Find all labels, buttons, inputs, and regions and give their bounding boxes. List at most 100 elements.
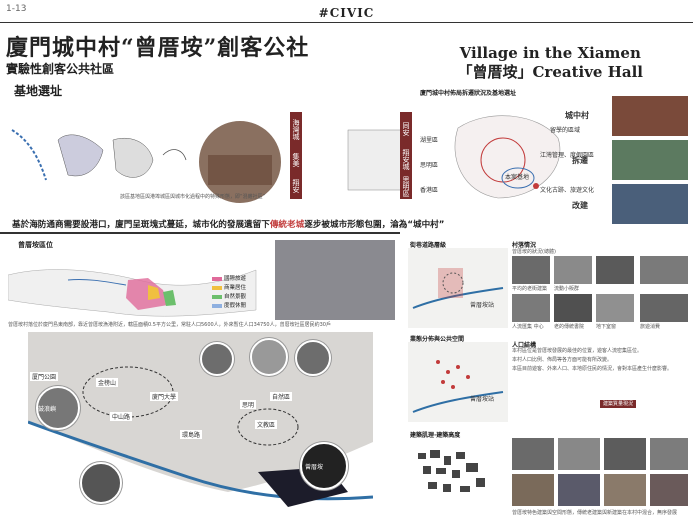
english-title: Village in the Xiamen 「曾厝垵」Creative Hall (457, 44, 643, 82)
page-number: 1-13 (6, 4, 27, 14)
street-photo-5 (512, 474, 554, 506)
district-label-huli: 湖里區 (420, 137, 439, 144)
page-title: 廈門城中村“曾厝垵”創客公社 (6, 35, 310, 61)
bigmap-label-7: 曾厝垵 (305, 464, 324, 471)
siting-bar-1: 海灣城 (290, 112, 302, 146)
street-photo-2 (558, 438, 600, 470)
map-label-site: 本案基地 (505, 174, 530, 181)
street-photo-1 (512, 438, 554, 470)
stage-photo-3 (612, 184, 688, 224)
village-photo-6 (554, 294, 592, 322)
location-map (8, 269, 257, 317)
photo-circle-6 (300, 442, 348, 490)
street-photo-3 (604, 438, 646, 470)
village-photo-label-4: 老的傳統書院 (554, 324, 585, 330)
intro-highlight: 傳統老城 (269, 220, 305, 230)
photo-circle-5 (80, 462, 122, 504)
category-tag: #CIVIC (318, 6, 375, 20)
right-heading-1: 街巷道路層級 (410, 242, 447, 249)
bigmap-label-1: 厦門公園 (30, 372, 59, 381)
bigmap-label-5: 環島路 (180, 430, 203, 439)
bigmap-label-8: 鼓浪嶼 (38, 406, 57, 413)
legend-item-4: 度假休閒 (224, 303, 247, 309)
bigmap-label-9: 思明 (240, 400, 257, 409)
village-photo-label-2: 流動小販群 (554, 286, 580, 292)
street-map-label: 曾厝垵站 (470, 302, 495, 309)
street-photo-4 (650, 438, 688, 470)
stage-label-1: 城中村 (565, 111, 589, 120)
island-map-small (347, 129, 404, 191)
highlight-zone (126, 278, 168, 310)
page-subtitle: 實驗性創客公共社區 (6, 62, 115, 76)
business-distribution-map (408, 342, 508, 422)
village-photo-5 (512, 294, 550, 322)
street-photo-6 (558, 474, 600, 506)
right-heading-4: 建築肌理·建築高度 (410, 432, 461, 439)
village-photo-8 (640, 294, 688, 322)
village-photo-4 (640, 256, 688, 284)
right-footer-caption: 曾厝垵特色建築與空間形態，傳統老建築與新建築在本村中混合，無序發展 (512, 510, 678, 516)
quality-tag: 建築質量現況 (600, 400, 637, 408)
population-notes: 本村區位是曾厝垵發展的最佳的位置，遊客人流密集區位。 本村人口比例、佈局等各方面… (512, 348, 688, 372)
section-heading-site: 基地選址 (14, 84, 63, 98)
population-note-1: 本村區位是曾厝垵發展的最佳的位置，遊客人流密集區位。 (512, 348, 643, 354)
location-caption: 曾厝垵村落位於廈門島東南部，靠近曾厝垵漁港附近，轄區面積0.5平方公里，常駐人口… (8, 322, 331, 328)
stage-photo-1 (612, 96, 688, 136)
stage-label-3: 改建 (572, 201, 588, 210)
siting-bar-4: 同安 (400, 112, 412, 146)
village-photo-label-1: 平均的老街建築 (512, 286, 548, 292)
right-heading-3: 業態分佈與公共空間 (410, 336, 465, 343)
street-photo-7 (604, 474, 646, 506)
legend-item-1: 國際旅遊 (224, 276, 247, 282)
photo-circle-3 (295, 340, 331, 376)
map-label-1: 留學的區域 (550, 127, 581, 134)
village-photo-2 (554, 256, 592, 284)
bigmap-label-10: 自然區 (270, 392, 293, 401)
intro-statement: 基於海防通商需要設港口，廈門呈斑塊式蔓延，城市化的發展遺留下傳統老城逐步被城市形… (12, 218, 444, 230)
coastline-sketch-1 (11, 129, 47, 181)
siting-bar-6: 思明區 (400, 173, 412, 199)
village-photo-label-3: 人流匯集 中心 (512, 324, 544, 330)
english-title-line2: 「曾厝垵」Creative Hall (457, 63, 643, 81)
village-photo-1 (512, 256, 550, 284)
legend-item-2: 商業居住 (224, 285, 247, 291)
photo-circle-2 (250, 338, 288, 376)
village-photo-label-6: 旅遊消費 (640, 324, 661, 330)
map-label-2: 江灣管理、度假園區 (540, 152, 595, 159)
district-label-siming: 思明區 (420, 162, 439, 169)
right-heading-2: 村落情況 (512, 242, 537, 249)
map-label-3: 文化古跡、旅遊文化 (540, 187, 595, 194)
bigmap-label-6: 文教區 (255, 420, 278, 429)
district-map-title: 廈門城中村佈局拆遷狀況及基地選址 (420, 90, 517, 97)
siting-diagram (11, 119, 404, 205)
business-map-label: 曾厝垵站 (470, 396, 495, 403)
district-map (454, 115, 561, 199)
building-fabric-map (408, 438, 508, 510)
street-hierarchy-map (408, 248, 508, 328)
siting-bar-2: 集美 (290, 145, 302, 174)
english-title-line1: Village in the Xiamen (459, 44, 641, 62)
siting-bar-3: 翔安 (290, 173, 302, 199)
location-heading: 曾厝垵區位 (18, 241, 53, 249)
intro-pre: 基於海防通商需要設港口，廈門呈斑塊式蔓延，城市化的發展遺留下 (12, 220, 270, 230)
bigmap-label-3: 廈門大學 (150, 392, 179, 401)
intro-rule (0, 232, 400, 234)
province-outline (57, 134, 104, 177)
village-photo-7 (596, 294, 634, 322)
intro-post: 逐步被城市形態包圍，淪為“城中村” (304, 220, 445, 230)
right-subheading-2: 曾厝垵的狀況(總體) (512, 249, 556, 255)
siting-caption: 該區基地區與港埠城區與城市化過程中的特殊形態，即“混雜社區” (120, 194, 266, 200)
photo-circle-1 (200, 342, 234, 376)
photo-circle-4 (36, 386, 80, 430)
legend-item-3: 自然景觀 (224, 294, 247, 300)
stage-photo-2 (612, 140, 688, 180)
right-heading-5: 人口結構 (512, 342, 537, 349)
location-legend: 國際旅遊 商業居住 自然景觀 度假休閒 (212, 275, 246, 311)
population-note-2: 本村人口比例、佈局等各方面可能有所改變。 (512, 357, 613, 363)
siting-bar-5: 翔安城 (400, 145, 412, 174)
bigmap-label-2: 金榜山 (96, 378, 119, 387)
header-rule (0, 22, 693, 23)
village-photo-3 (596, 256, 634, 284)
population-note-3: 本區目前遊客、外來人口、本地原住民的情況，會對本區產生什麼影響。 (512, 366, 673, 372)
stage-label-2: 拆遷 (572, 156, 588, 165)
